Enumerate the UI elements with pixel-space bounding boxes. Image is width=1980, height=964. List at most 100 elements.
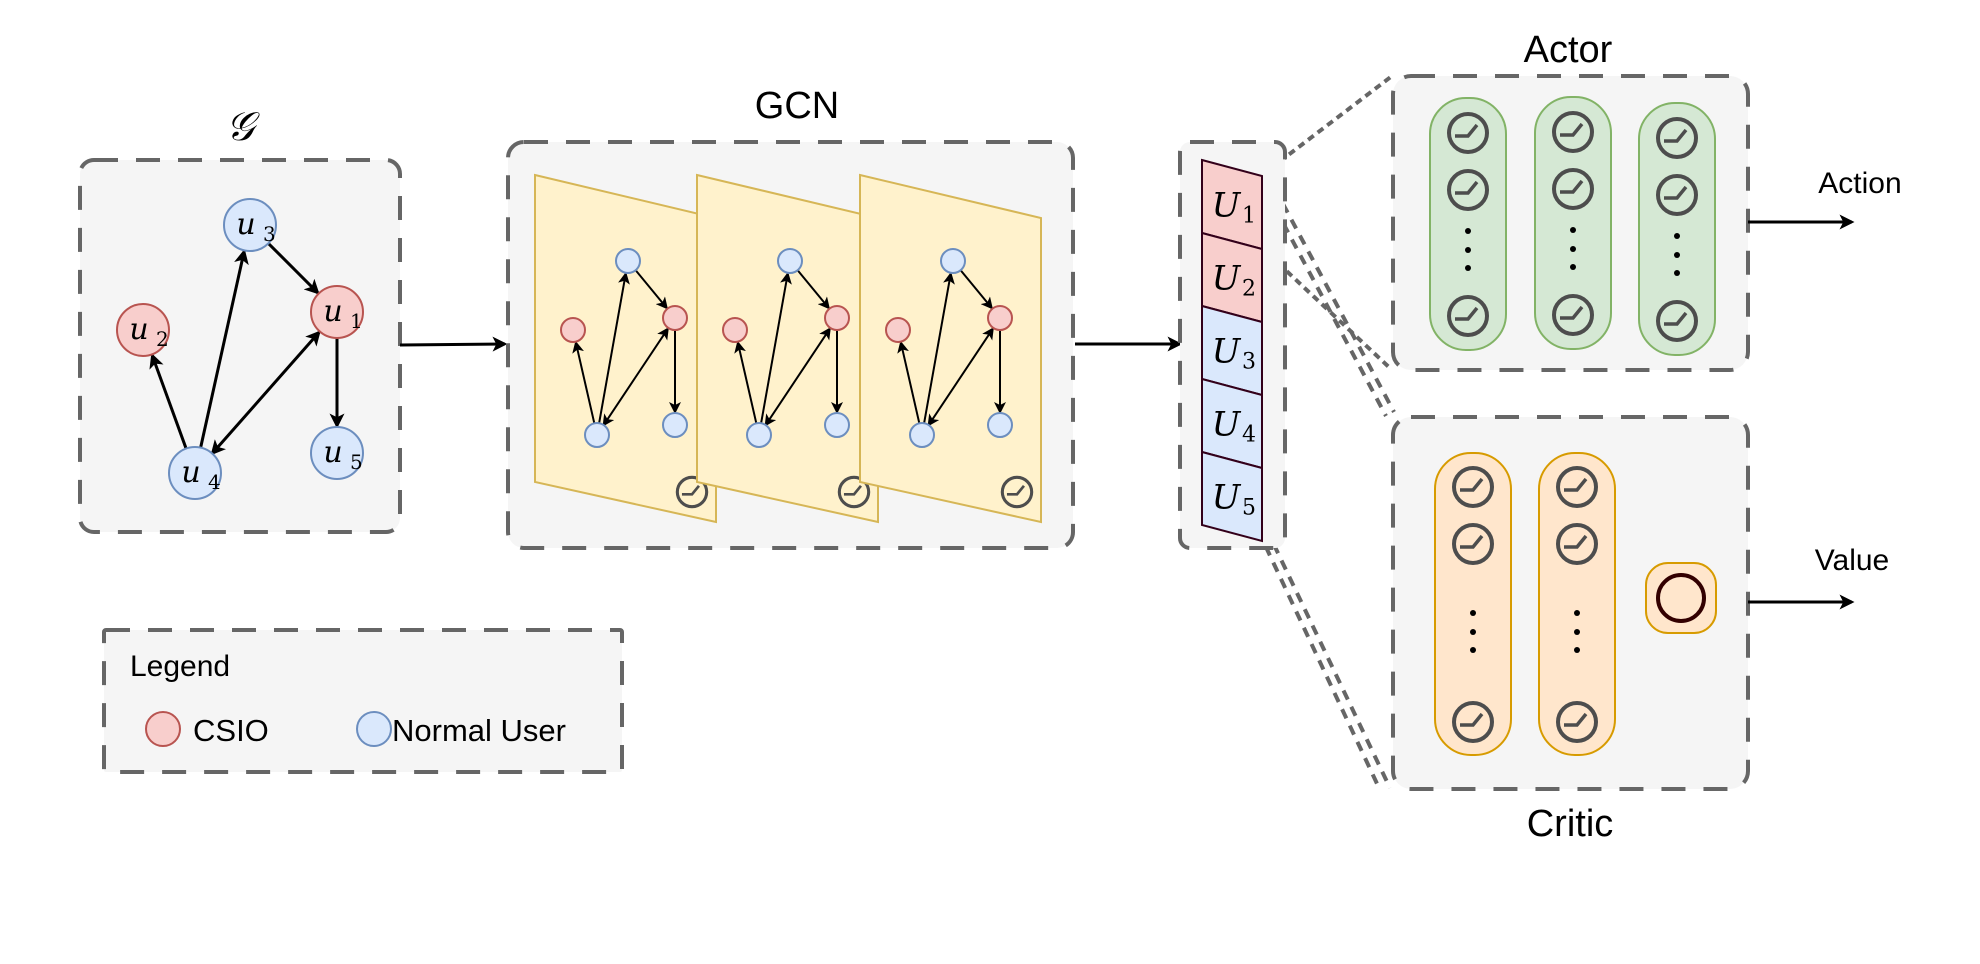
legend: Legend CSIO Normal User	[102, 628, 624, 774]
gcn-edge-u4-u1	[927, 327, 994, 427]
gcn-node-u4	[909, 422, 935, 448]
actor-layers	[1429, 96, 1716, 356]
embedding-cell-index: 3	[1242, 350, 1256, 375]
gcn-edge-u3-u1	[634, 269, 669, 310]
actor-layer-3	[1638, 102, 1716, 356]
gcn-layer-sheet	[534, 173, 717, 524]
gcn-node-u3	[777, 248, 803, 274]
gcn-node-u4	[584, 422, 610, 448]
layer-container	[1538, 452, 1616, 756]
actor-layer-1	[1429, 97, 1507, 351]
connector-u5-to-critic-bottom-a	[1256, 529, 1382, 791]
critic-title: Critic	[1527, 803, 1614, 845]
gcn-layer-3	[859, 173, 1042, 524]
graph-edge-u3-u1	[267, 242, 320, 295]
graph-node-circle	[168, 446, 222, 500]
gcn-edge-u4-u2	[897, 340, 921, 424]
connector-u1-to-critic-top-b	[1264, 171, 1396, 413]
gcn-layer-sheet	[859, 173, 1042, 524]
graph-node-circle	[310, 426, 364, 480]
graph-node-label: u	[323, 435, 342, 470]
embedding-cell-label: U	[1212, 478, 1242, 518]
gcn-node-u3	[940, 248, 966, 274]
layer-container	[1434, 452, 1512, 756]
gcn-node-u4	[746, 422, 772, 448]
arrow-graph-to-gcn	[399, 336, 508, 352]
gcn-layer-2	[696, 173, 879, 524]
legend-title: Legend	[130, 650, 230, 683]
ellipsis-dot	[1470, 629, 1476, 635]
graph-node-label: u	[323, 294, 342, 329]
legend-normal-user-swatch	[356, 711, 392, 747]
graph-edge-u4-u2	[149, 353, 188, 450]
layer-container	[1534, 96, 1612, 350]
actor-title: Actor	[1524, 29, 1613, 71]
graph-node-index: 2	[156, 327, 169, 351]
gcn-node-u1	[987, 305, 1013, 331]
gcn-node-u3	[615, 248, 641, 274]
embedding-cell-label: U	[1212, 405, 1242, 445]
gcn-edge-u4-u2	[734, 340, 758, 424]
graph-node-circle	[116, 303, 170, 357]
ellipsis-dot	[1674, 252, 1680, 258]
actor-panel: Actor Action	[1391, 29, 1902, 372]
ellipsis-dot	[1570, 227, 1576, 233]
critic-layers	[1434, 452, 1616, 756]
ellipsis-dot	[1574, 647, 1580, 653]
gcn-panel: GCN	[506, 85, 1075, 550]
graph-node-label: u	[236, 207, 255, 242]
critic-layer-1	[1434, 452, 1512, 756]
graph-edge-u4-u1	[210, 330, 321, 456]
gcn-edge-u3-u1	[959, 269, 994, 310]
legend-csio-swatch	[145, 711, 181, 747]
legend-csio-label: CSIO	[193, 713, 269, 748]
layer-container	[1429, 97, 1507, 351]
embedding-cell-index: 1	[1242, 204, 1256, 229]
ellipsis-dot	[1574, 629, 1580, 635]
critic-layer-2	[1538, 452, 1616, 756]
graph-node-index: 1	[350, 309, 363, 333]
ellipsis-dot	[1574, 610, 1580, 616]
graph-node-label: u	[129, 312, 148, 347]
gcn-edge-u4-u1	[764, 327, 831, 427]
embedding-cell-label: U	[1212, 259, 1242, 299]
graph-node-index: 5	[350, 450, 363, 474]
gcn-title: GCN	[755, 85, 839, 127]
embedding-cell-index: 2	[1242, 277, 1256, 302]
gcn-layers	[534, 173, 1042, 524]
ellipsis-dot	[1470, 647, 1476, 653]
graph-title: 𝒢	[226, 104, 261, 150]
gcn-edge-u4-u1	[602, 327, 669, 427]
graph-node-label: u	[181, 455, 200, 490]
ellipsis-dot	[1470, 610, 1476, 616]
graph-node-index: 4	[208, 470, 221, 494]
gcn-node-u2	[560, 317, 586, 343]
ellipsis-dot	[1570, 246, 1576, 252]
ellipsis-dot	[1674, 233, 1680, 239]
gcn-edge-u4-u2	[572, 340, 596, 424]
gcn-node-u5	[987, 412, 1013, 438]
ellipsis-dot	[1570, 264, 1576, 270]
connector-u2-to-actor-bottom	[1259, 245, 1395, 373]
gcn-layer-1	[534, 173, 717, 524]
gcn-node-u2	[722, 317, 748, 343]
graph-node-circle	[310, 285, 364, 339]
ellipsis-dot	[1674, 270, 1680, 276]
graph-edges	[149, 242, 345, 456]
embedding-cell-index: 5	[1242, 496, 1256, 521]
embedding-cell-label: U	[1212, 186, 1242, 226]
graph-node-index: 3	[263, 222, 276, 246]
